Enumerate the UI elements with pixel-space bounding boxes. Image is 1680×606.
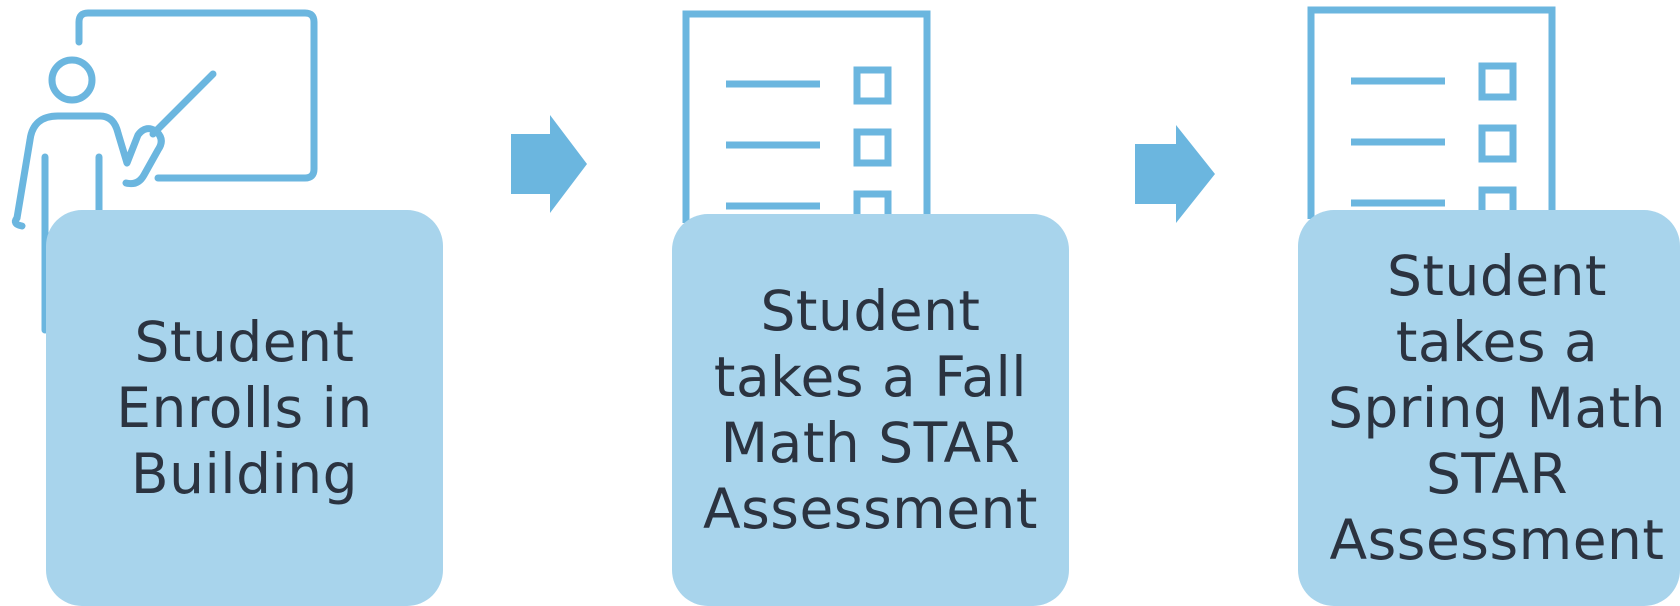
checklist-document-icon bbox=[682, 10, 931, 229]
step-spring-assessment-label: Student takes a Spring Math STAR Assessm… bbox=[1327, 244, 1667, 572]
teacher-at-board-icon bbox=[11, 9, 318, 334]
arrow-right-icon bbox=[1135, 125, 1215, 223]
step-enroll-label: Student Enrolls in Building bbox=[116, 310, 373, 506]
checklist-document-icon bbox=[1307, 6, 1556, 225]
step-enroll-box: Student Enrolls in Building bbox=[46, 210, 443, 606]
arrow-right-icon bbox=[511, 115, 587, 213]
step-fall-assessment-label: Student takes a Fall Math STAR Assessmen… bbox=[703, 279, 1038, 541]
step-spring-assessment-box: Student takes a Spring Math STAR Assessm… bbox=[1298, 210, 1680, 606]
step-fall-assessment-box: Student takes a Fall Math STAR Assessmen… bbox=[672, 214, 1069, 606]
